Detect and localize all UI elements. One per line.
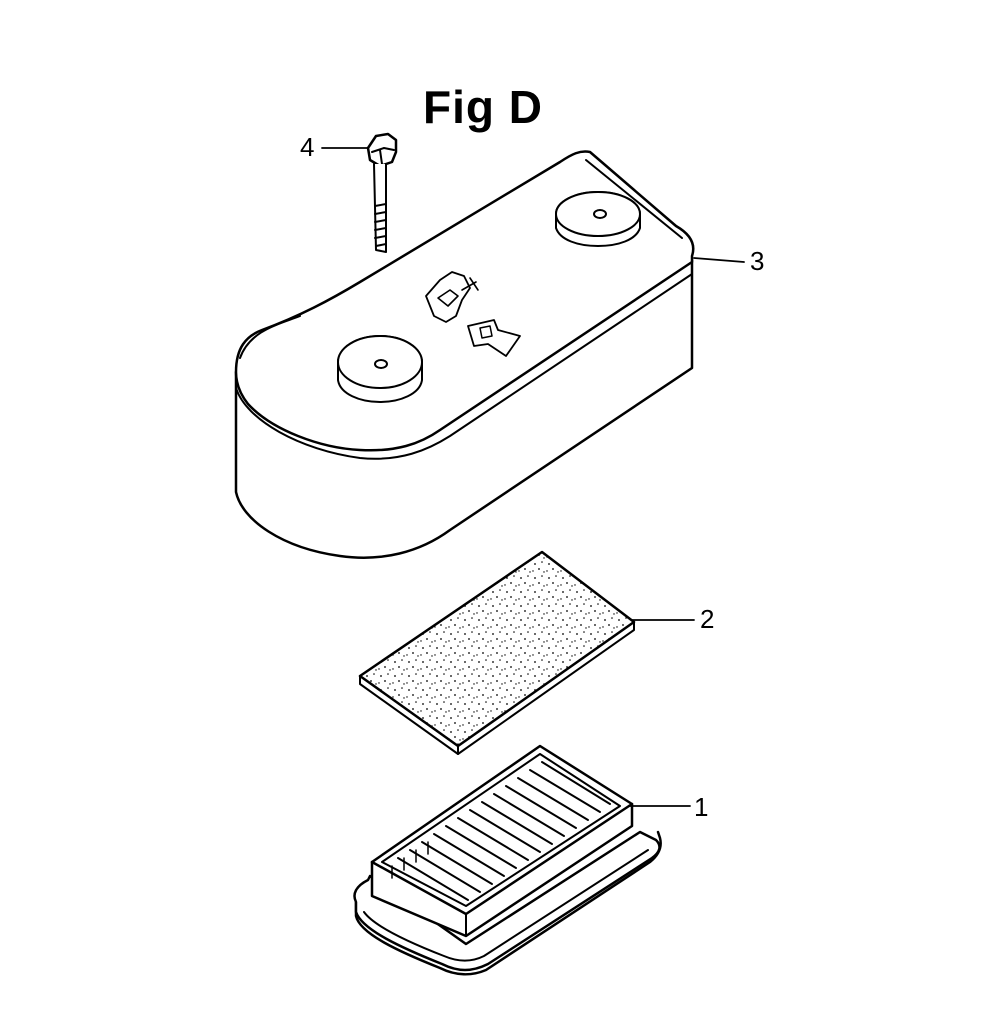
callout-number-2: 2	[700, 604, 714, 634]
callout-number-4: 4	[300, 132, 314, 162]
figure-title: Fig D	[423, 81, 543, 133]
bolt-icon	[366, 132, 398, 253]
callout-leaders	[321, 147, 745, 807]
foam-pre-filter-icon	[358, 550, 636, 755]
leader-line-3	[693, 257, 745, 263]
callout-number-1: 1	[694, 792, 708, 822]
callout-number-3: 3	[750, 246, 764, 276]
air-filter-cover-icon	[234, 150, 695, 559]
pleated-filter-element-icon	[353, 744, 662, 976]
